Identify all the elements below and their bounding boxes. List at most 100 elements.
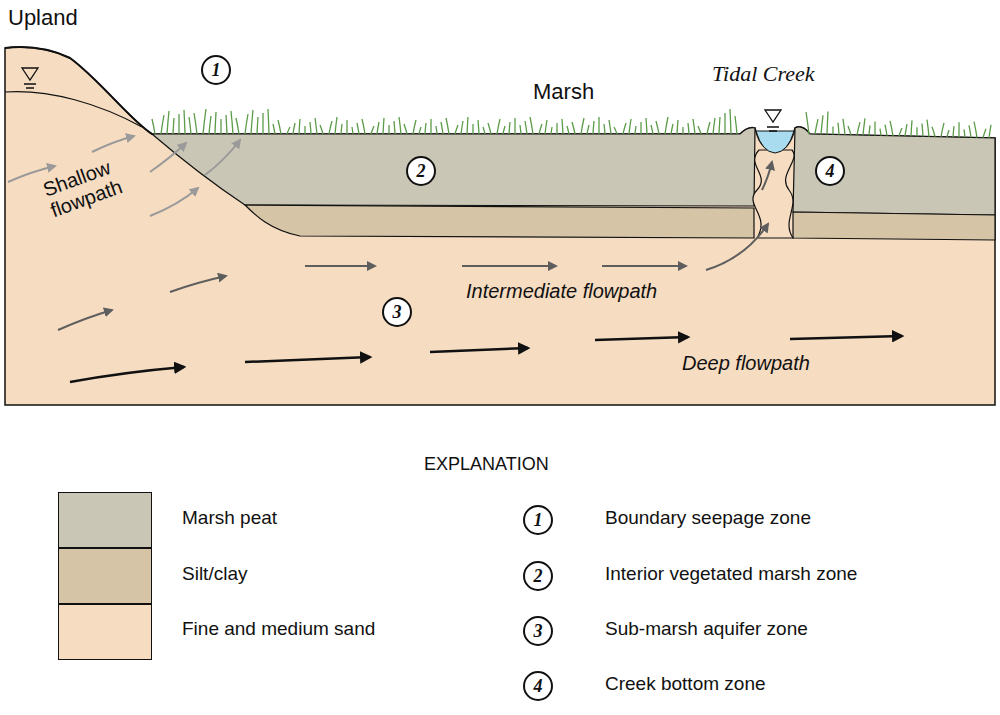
marsh-grass [152,109,991,138]
grass-blade [514,118,515,134]
grass-blade [497,119,500,134]
region-label: Upland [8,6,78,30]
grass-blade [377,122,379,134]
grass-blade [688,123,689,134]
water-table-symbol [22,68,38,88]
grass-blade [983,129,986,138]
grass-blade [724,113,725,134]
grass-blade [832,127,833,135]
grass-blade [161,115,164,134]
grass-blade [436,126,437,134]
grass-blade [509,122,510,134]
grass-blade [383,118,384,134]
grass-blade [203,109,206,134]
sand-layer [5,47,995,405]
grass-blade [572,122,575,134]
grass-blade [719,117,720,134]
grass-blade [220,119,221,134]
grass-blade [635,126,636,134]
grass-blade [455,125,458,134]
grass-blade [707,122,710,134]
grass-blade [974,122,977,138]
grass-blade [388,125,389,134]
grass-blade [394,121,395,134]
grass-blade [245,114,248,134]
grass-blade [251,110,253,134]
grass-blade [604,124,605,134]
legend-callout-number: 3 [523,616,553,646]
grass-blade [357,123,359,134]
upland-slope [5,47,152,134]
grass-blade [231,111,233,134]
grass-blade [472,124,473,134]
grass-blade [461,121,463,134]
legend-text: Boundary seepage zone [605,508,811,529]
grass-blade [863,118,865,135]
grass-blade [665,117,668,134]
grass-blade [315,118,317,134]
grass-blade [209,116,211,134]
grass-blade [425,123,426,134]
callout-number: 2 [406,156,436,186]
legend-text: Interior vegetated marsh zone [605,564,857,585]
grass-blade [352,127,353,134]
grass-blade [152,119,155,134]
grass-blade [320,125,323,134]
callout-number: 4 [815,156,845,186]
legend-text: Creek bottom zone [605,674,766,695]
grass-blade [885,125,887,136]
grass-blade [682,127,683,134]
grass-blade [236,118,239,134]
grass-blade [430,119,431,134]
grass-blade [598,117,599,134]
grass-blade [874,121,875,135]
grass-blade [567,126,569,134]
legend-text: Sub-marsh aquifer zone [605,619,808,640]
grass-blade [525,121,527,134]
grass-blade [890,121,893,136]
grass-blade [821,115,823,134]
grass-blade [304,126,305,134]
grass-blade [184,110,185,134]
grass-blade [916,127,917,136]
grass-blade [310,122,311,134]
grass-blade [843,119,845,135]
grass-blade [730,109,731,134]
grass-blade [838,123,839,135]
grass-blade [362,119,365,134]
grass-blade [173,118,174,134]
grass-blade [827,111,828,134]
grass-blade [293,123,295,134]
grass-blade [656,121,659,134]
grass-blade [520,125,521,134]
grass-blade [713,118,715,134]
grass-blade [964,129,965,137]
grass-blade [488,123,491,134]
peat-layer [793,127,995,215]
grass-blade [215,112,216,134]
grass-blade [441,122,443,134]
grass-blade [671,124,673,134]
creek-channel [753,150,794,238]
grass-blade [545,120,547,134]
grass-blade [593,121,594,134]
grass-blade [857,122,860,135]
legend-swatch [58,548,152,604]
feature-label: Tidal Creek [712,62,814,86]
grass-blade [467,117,468,134]
water-table-line [5,92,142,127]
grass-blade [922,123,923,136]
grass-blade [651,125,653,134]
grass-blade [869,125,870,135]
region-label: Marsh [533,80,594,104]
grass-blade [299,119,300,134]
grass-blade [419,127,421,134]
grass-blade [927,120,929,137]
grass-blade [698,126,701,134]
legend-swatch [58,604,152,660]
grass-blade [346,120,347,134]
grass-blade [413,120,416,134]
grass-blade [815,119,818,134]
grass-blade [581,118,584,134]
